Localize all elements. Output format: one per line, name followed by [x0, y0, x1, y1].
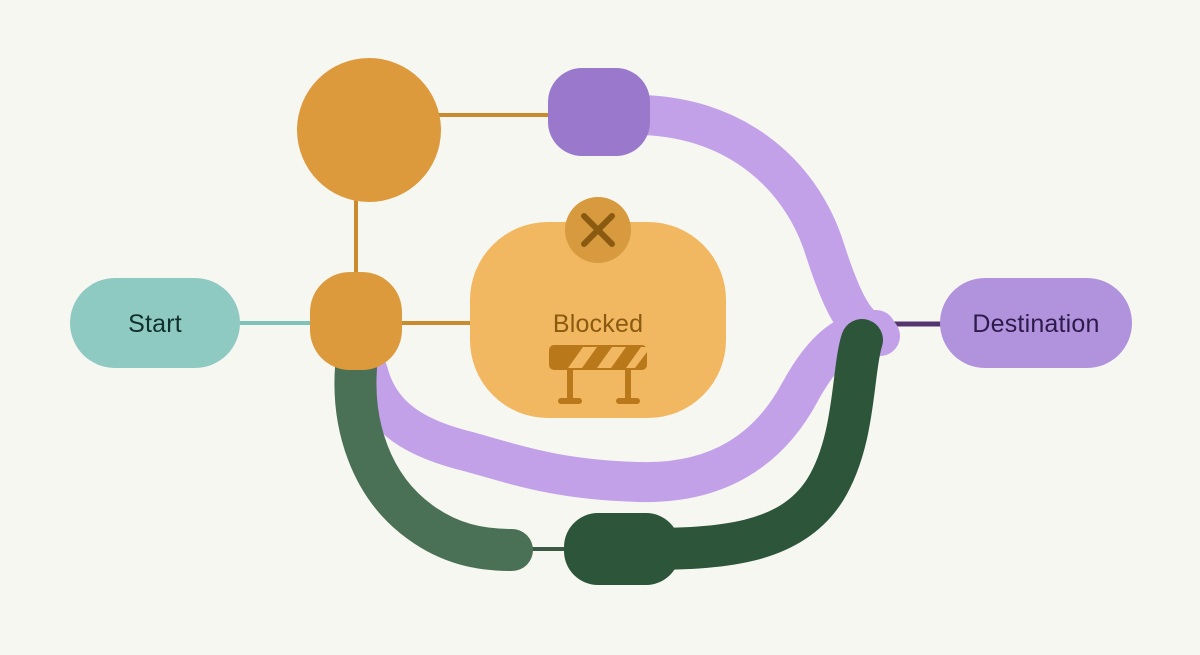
hub-circle-node-body [297, 58, 441, 202]
destination-node-label: Destination [972, 310, 1099, 338]
road-barrier-icon-stripes [568, 347, 647, 368]
purple-relay-node[interactable] [548, 68, 650, 156]
blocked-node[interactable]: Blocked [470, 197, 726, 418]
junction-node-body [310, 272, 402, 370]
purple-reroute-lower[interactable] [348, 310, 896, 503]
purple-relay-node-body [548, 68, 650, 156]
x-circle-icon-glyph [581, 213, 615, 247]
destination-node-body [940, 278, 1132, 368]
road-barrier-icon-foot-left [558, 398, 582, 404]
green-reroute[interactable] [334, 347, 533, 571]
road-barrier-icon [549, 345, 647, 404]
start-node-label: Start [128, 310, 182, 338]
junction-node[interactable] [310, 272, 402, 370]
green-relay-node[interactable] [564, 513, 680, 585]
x-circle-icon [565, 197, 631, 263]
start-node[interactable]: Start [70, 278, 240, 368]
green-route-layer [334, 319, 883, 571]
road-barrier-icon-leg-left [567, 368, 573, 401]
green-relay-node-body [564, 513, 680, 585]
start-node-body [70, 278, 240, 368]
blocked-node-body [470, 222, 726, 418]
destination-node[interactable]: Destination [940, 278, 1132, 368]
green-reroute-tail[interactable] [619, 319, 883, 570]
road-barrier-icon-leg-right [625, 368, 631, 401]
blocked-node-label: Blocked [553, 310, 643, 338]
hub-circle-node[interactable] [297, 58, 441, 202]
road-barrier-icon-foot-right [616, 398, 640, 404]
